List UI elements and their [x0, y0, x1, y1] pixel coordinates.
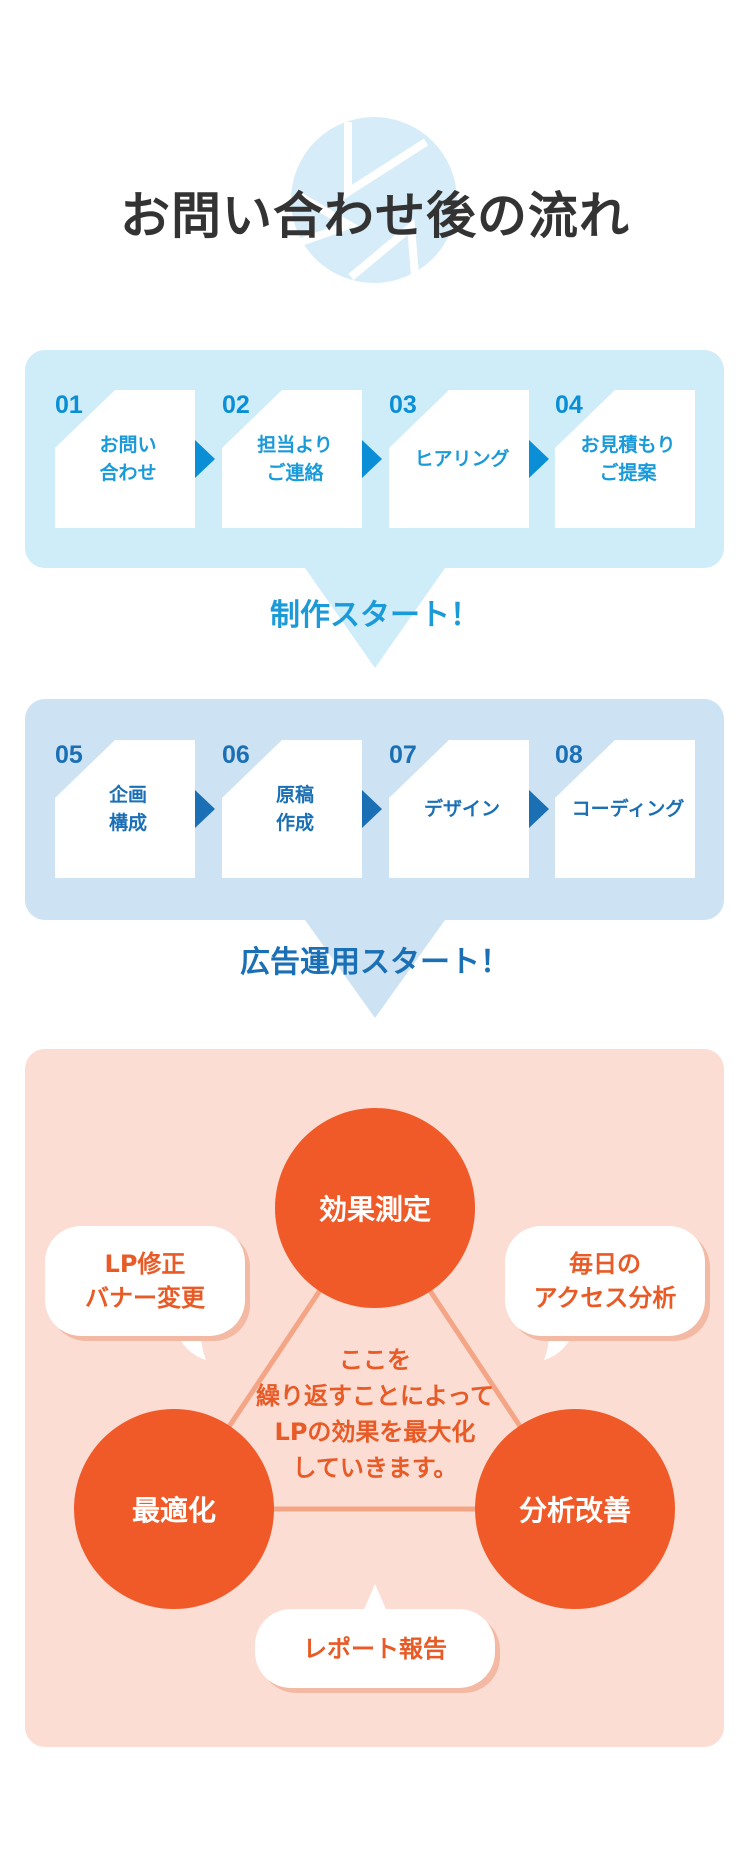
step-label: ヒアリング — [389, 390, 529, 528]
step-label: デザイン — [389, 740, 529, 878]
step-arrow-icon — [529, 790, 549, 828]
step-label-line: 作成 — [275, 812, 314, 834]
step-label: 企画構成 — [55, 740, 195, 878]
step-number: 06 — [222, 741, 250, 769]
step-label-line: コーディング — [571, 798, 685, 820]
step-arrow-icon — [362, 790, 382, 828]
step-label-line: ヒアリング — [414, 448, 510, 470]
step-label-line: お問い — [99, 434, 157, 456]
node-measure: 効果測定 — [275, 1108, 475, 1308]
bubble-bottom-line: レポート報告 — [303, 1634, 447, 1663]
step-label-line: 構成 — [108, 812, 147, 834]
bubble-right: 毎日の アクセス分析 — [505, 1226, 705, 1336]
step-number: 08 — [555, 741, 583, 769]
step-arrow-icon — [195, 790, 215, 828]
step-number: 07 — [389, 741, 417, 769]
bubble-left: LP修正 バナー変更 — [45, 1226, 245, 1336]
step-label: 担当よりご連絡 — [222, 390, 362, 528]
bubble-right-line: 毎日の — [569, 1250, 641, 1278]
bubble-bottom: レポート報告 — [255, 1609, 495, 1688]
bubble-bottom-tail — [362, 1584, 388, 1614]
center-line: していきます。 — [292, 1454, 458, 1482]
step-label: 原稿作成 — [222, 740, 362, 878]
step-number: 03 — [389, 391, 417, 419]
step-label-line: ご提案 — [599, 462, 657, 484]
title-decoration-icon — [291, 117, 457, 283]
center-line: LPの効果を最大化 — [274, 1418, 476, 1446]
step-label: お見積もりご提案 — [555, 390, 695, 528]
step-label: お問い合わせ — [55, 390, 195, 528]
bubble-left-line: バナー変更 — [85, 1284, 205, 1312]
bubble-right-line: アクセス分析 — [533, 1284, 677, 1312]
center-line: 繰り返すことによって — [255, 1382, 495, 1410]
node-optimize: 最適化 — [74, 1409, 274, 1609]
step-label-line: 企画 — [108, 784, 147, 806]
step-number: 04 — [555, 391, 583, 419]
step-label-line: 合わせ — [99, 462, 157, 484]
center-line: ここを — [339, 1346, 411, 1374]
step-label-line: ご連絡 — [266, 462, 324, 484]
bubble-left-line: LP修正 — [104, 1250, 186, 1278]
phase2-result: 広告運用スタート！ — [240, 945, 510, 980]
step-number: 01 — [55, 391, 83, 419]
step-arrow-icon — [195, 440, 215, 478]
cycle-center-text: ここを 繰り返すことによって LPの効果を最大化 していきます。 — [225, 1342, 525, 1486]
phase2-down-arrow — [305, 920, 445, 1018]
step-number: 02 — [222, 391, 250, 419]
step-label-line: 担当より — [257, 434, 333, 456]
step-arrow-icon — [362, 440, 382, 478]
node-analyze: 分析改善 — [475, 1409, 675, 1609]
step-arrow-icon — [529, 440, 549, 478]
phase1-down-arrow — [305, 568, 445, 668]
step-label-line: 原稿 — [275, 784, 314, 806]
step-label-line: デザイン — [423, 798, 500, 820]
step-label: コーディング — [555, 740, 695, 878]
step-label-line: お見積もり — [580, 434, 676, 456]
phase1-result: 制作スタート！ — [270, 598, 480, 633]
step-card: 担当よりご連絡 — [222, 390, 362, 528]
page-title: お問い合わせ後の流れ — [120, 187, 630, 245]
step-number: 05 — [55, 741, 83, 769]
